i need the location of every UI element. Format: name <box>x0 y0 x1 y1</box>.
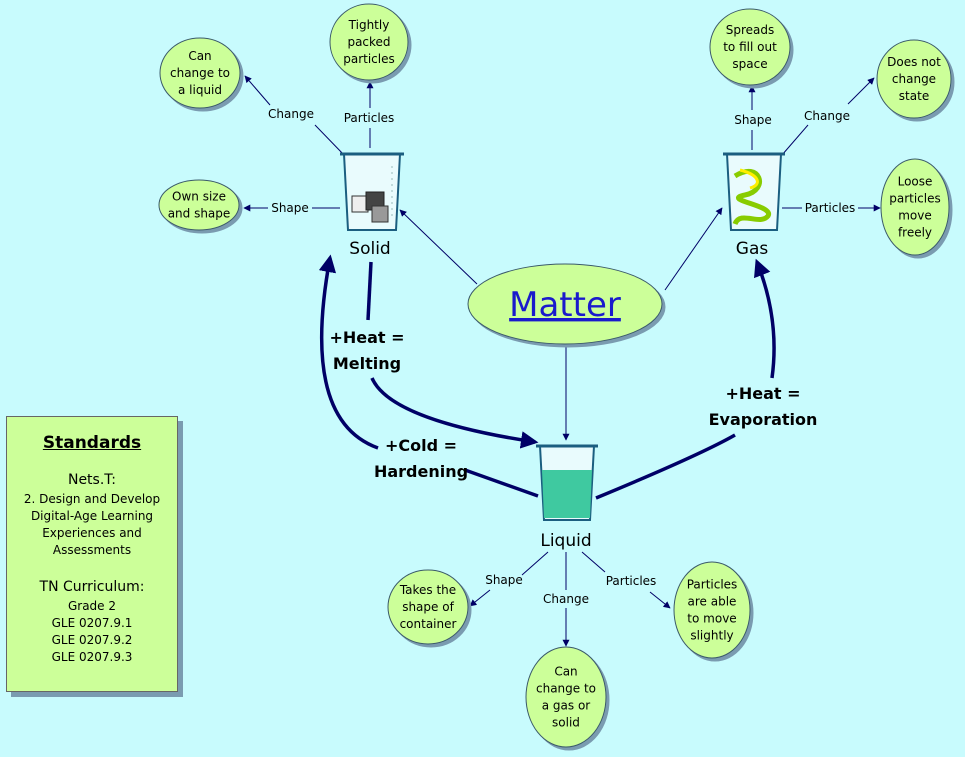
liquid-particles-bubble-text: Particles <box>687 578 738 592</box>
nets-line: Digital-Age Learning <box>30 509 154 523</box>
hardening-curve-right <box>464 468 539 498</box>
hardening-label-line2: Hardening <box>374 462 468 481</box>
evaporation-curve-bottom <box>595 433 736 500</box>
gas-change-edge-label: Change <box>804 109 850 123</box>
gas-shape-bubble-text: to fill out <box>723 40 777 54</box>
solid-shape-bubble[interactable]: Own size and shape <box>158 179 240 231</box>
transition-curves <box>318 254 776 500</box>
tn-curriculum-label: TN Curriculum: <box>39 579 145 595</box>
liquid-shape-bubble[interactable]: Takes the shape of container <box>387 569 469 645</box>
tn-line: GLE 0207.9.1 <box>51 616 133 630</box>
solid-shape-bubble-text: Own size <box>172 190 226 204</box>
solid-change-line-b <box>244 75 271 106</box>
gas-particles-bubble[interactable]: Loose particles move freely <box>880 158 950 256</box>
nets-line: Experiences and <box>42 526 142 540</box>
tn-line: GLE 0207.9.3 <box>51 650 133 664</box>
melting-curve-bottom <box>370 377 539 449</box>
hardening-curve-left <box>318 254 379 450</box>
evaporation-curve-top <box>754 258 776 379</box>
solid-shape-edge-label: Shape <box>271 201 309 215</box>
matter-title[interactable]: Matter <box>509 285 621 325</box>
solid-shape-bubble-text: and shape <box>168 207 231 221</box>
gas-change-bubble[interactable]: Does not change state <box>876 39 952 119</box>
liquid-particles-line-a <box>581 551 606 573</box>
gas-particles-edge-label: Particles <box>805 201 856 215</box>
gas-shape-edge-label: Shape <box>734 113 772 127</box>
gas-shape-bubble[interactable]: Spreads to fill out space <box>709 8 791 86</box>
solid-change-bubble-text: Can <box>188 49 211 63</box>
liquid-particles-bubble[interactable]: Particles are able to move slightly <box>673 561 751 659</box>
nets-label: Nets.T: <box>67 472 117 488</box>
solid-particles-bubble[interactable]: Tightly packed particles <box>329 3 409 81</box>
solid-beaker-icon <box>340 152 404 231</box>
liquid-particles-edge-label: Particles <box>606 574 657 588</box>
liquid-particles-line-b <box>649 591 671 609</box>
evaporation-label-line1: +Heat = <box>725 384 800 403</box>
gas-change-bubble-text: change <box>892 72 936 86</box>
liquid-shape-edge-label: Shape <box>485 573 523 587</box>
solid-label: Solid <box>349 239 390 259</box>
liquid-particles-bubble-text: to move <box>687 612 736 626</box>
liquid-change-edge-label: Change <box>543 592 589 606</box>
matter-to-gas-arrow <box>664 207 723 291</box>
gas-change-line-b <box>847 77 875 105</box>
solid-particles-bubble-text: packed <box>347 35 390 49</box>
solid-change-bubble-text: change to <box>170 66 230 80</box>
gas-particles-bubble-text: freely <box>898 226 932 240</box>
nets-line: 2. Design and Develop <box>23 492 161 506</box>
gas-shape-bubble-text: space <box>732 57 767 71</box>
nets-line: Assessments <box>52 543 132 557</box>
hardening-label-line1: +Cold = <box>385 436 457 455</box>
gas-particles-bubble-text: move <box>898 209 932 223</box>
gas-label: Gas <box>736 239 769 259</box>
gas-change-bubble-text: Does not <box>887 55 941 69</box>
evaporation-label-line2: Evaporation <box>709 410 818 429</box>
property-connectors <box>243 75 881 647</box>
liquid-particles-bubble-text: slightly <box>690 629 733 643</box>
melting-label-line1: +Heat = <box>329 328 404 347</box>
matter-node[interactable]: Matter <box>467 263 663 345</box>
melting-curve-top <box>366 261 373 321</box>
solid-change-line-a <box>314 124 346 157</box>
gas-change-bubble-text: state <box>899 89 929 103</box>
solid-change-edge-label: Change <box>268 107 314 121</box>
melting-label-line2: Melting <box>333 354 401 373</box>
tn-line: GLE 0207.9.2 <box>51 633 133 647</box>
solid-particles-bubble-text: particles <box>343 52 395 66</box>
solid-change-bubble-text: a liquid <box>178 83 222 97</box>
tn-line: Grade 2 <box>67 599 117 613</box>
liquid-change-bubble-text: solid <box>552 716 580 730</box>
matter-to-solid-arrow <box>399 209 478 285</box>
matter-connectors <box>399 207 723 441</box>
solid-change-bubble[interactable]: Can change to a liquid <box>159 37 241 109</box>
liquid-shape-line-a <box>521 551 549 576</box>
solid-particles-bubble-text: Tightly <box>348 18 390 32</box>
gas-particles-bubble-text: particles <box>889 192 941 206</box>
liquid-change-bubble-text: Can <box>554 665 577 679</box>
gas-shape-bubble-text: Spreads <box>726 23 775 37</box>
solid-particles-edge-label: Particles <box>344 111 395 125</box>
liquid-change-bubble-text: change to <box>536 682 596 696</box>
liquid-particles-bubble-text: are able <box>688 595 737 609</box>
gas-beaker-icon <box>723 152 785 231</box>
standards-box: Standards Nets.T: 2. Design and Develop … <box>6 416 178 692</box>
liquid-label: Liquid <box>540 531 591 551</box>
liquid-shape-bubble-text: Takes the <box>399 583 456 597</box>
liquid-beaker-icon <box>536 444 598 521</box>
property-bubbles: Can change to a liquid Tightly packed particl… <box>158 3 952 748</box>
gas-particles-bubble-text: Loose <box>898 175 933 189</box>
liquid-shape-bubble-text: shape of <box>402 600 454 614</box>
liquid-change-bubble-text: a gas or <box>542 699 591 713</box>
standards-heading: Standards <box>42 433 142 453</box>
gas-change-line-a <box>781 124 809 156</box>
liquid-change-bubble[interactable]: Can change to a gas or solid <box>525 646 607 748</box>
liquid-shape-line-b <box>469 589 491 607</box>
liquid-shape-bubble-text: container <box>400 617 457 631</box>
